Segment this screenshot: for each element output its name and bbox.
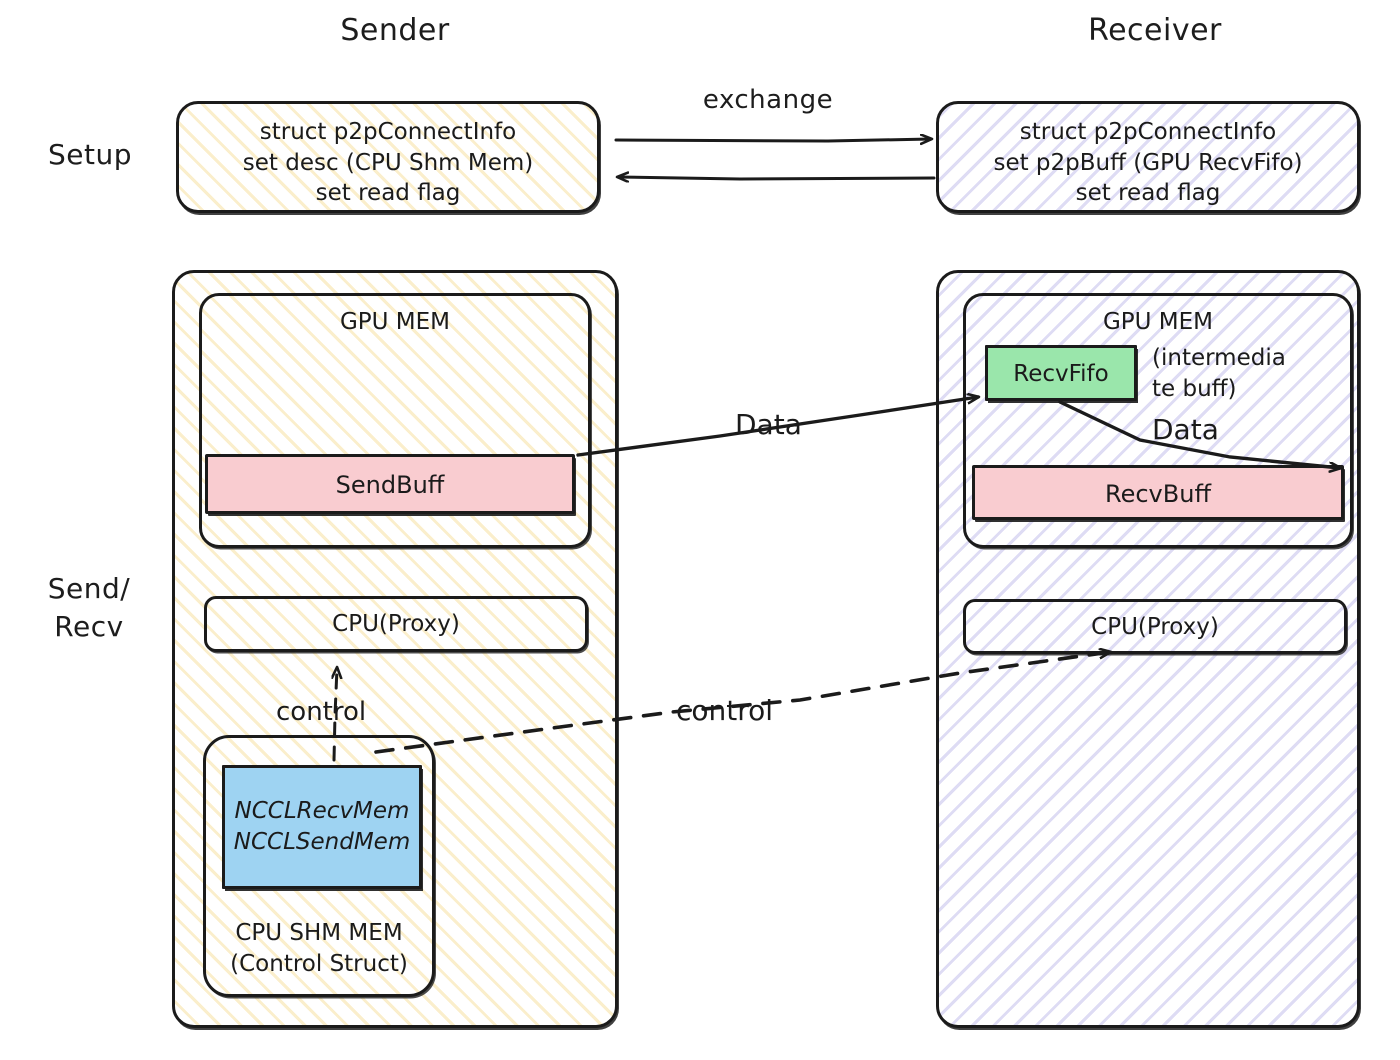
send-buff-box: SendBuff	[205, 454, 575, 514]
setup-sender-text: struct p2pConnectInfo set desc (CPU Shm …	[242, 119, 534, 207]
sender-gpu-mem-title: GPU MEM	[339, 309, 451, 335]
column-title-sender: Sender	[340, 13, 450, 48]
receiver-gpu-mem-title: GPU MEM	[1102, 309, 1214, 335]
setup-receiver-box: struct p2pConnectInfo set p2pBuff (GPU R…	[936, 101, 1360, 213]
arrow-exchange-forward	[614, 139, 931, 141]
control-label-cross: control	[676, 694, 774, 727]
data-label-fifo-to-recvbuff: Data	[1152, 413, 1219, 446]
exchange-label: exchange	[702, 85, 834, 115]
arrow-exchange-back	[618, 177, 936, 179]
column-title-receiver: Receiver	[1088, 13, 1222, 48]
nccl-mem-label: NCCLRecvMem NCCLSendMem	[233, 798, 411, 856]
sender-cpu-proxy-box: CPU(Proxy)	[204, 596, 588, 652]
recv-fifo-box: RecvFifo	[985, 345, 1137, 401]
row-title-send-recv: Send/ Recv	[47, 572, 131, 643]
row-title-setup: Setup	[48, 138, 132, 171]
sender-cpu-proxy-label: CPU(Proxy)	[332, 611, 460, 637]
sender-control-label: control	[276, 697, 367, 727]
recv-fifo-label: RecvFifo	[1013, 361, 1109, 387]
receiver-cpu-proxy-label: CPU(Proxy)	[1091, 614, 1219, 640]
data-label-sender-to-fifo: Data	[735, 408, 802, 441]
send-buff-label: SendBuff	[335, 471, 445, 499]
nccl-mem-block: NCCLRecvMem NCCLSendMem	[222, 765, 422, 889]
recv-buff-label: RecvBuff	[1105, 480, 1211, 508]
cpu-shm-mem-caption: CPU SHM MEM (Control Struct)	[230, 920, 408, 977]
receiver-cpu-proxy-box: CPU(Proxy)	[963, 599, 1347, 654]
recv-buff-box: RecvBuff	[972, 465, 1344, 520]
setup-receiver-text: struct p2pConnectInfo set p2pBuff (GPU R…	[993, 119, 1303, 207]
recv-fifo-note: (intermedia te buff)	[1152, 345, 1286, 403]
setup-sender-box: struct p2pConnectInfo set desc (CPU Shm …	[176, 101, 600, 213]
